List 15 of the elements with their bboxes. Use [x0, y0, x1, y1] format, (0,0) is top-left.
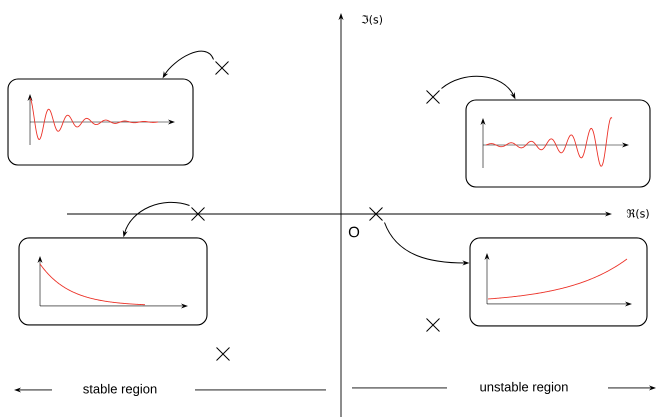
region-label: stable region	[83, 384, 156, 396]
pole-mark	[216, 346, 230, 361]
origin-label: O	[348, 226, 360, 238]
pole-mark	[369, 206, 383, 221]
pole-mark	[426, 318, 440, 332]
response-box	[469, 237, 648, 327]
axis-label: ℜ(s)	[626, 209, 649, 219]
pole-mark	[191, 206, 205, 221]
response-box	[7, 78, 194, 166]
pole-mark	[215, 61, 229, 75]
axis-label: ℑ(s)	[362, 15, 382, 25]
pole-mark	[426, 90, 440, 104]
response-box	[465, 99, 651, 188]
response-box	[18, 237, 208, 326]
region-label: unstable region	[480, 382, 568, 394]
